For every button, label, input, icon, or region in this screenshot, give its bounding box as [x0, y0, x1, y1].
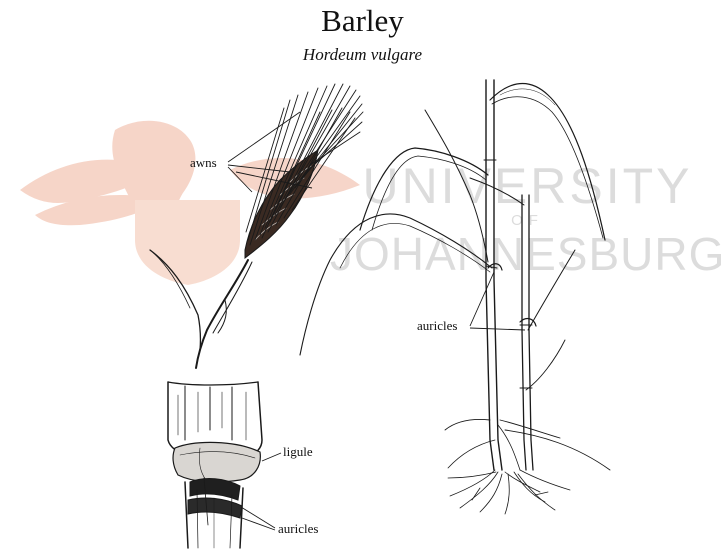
awns-label: awns: [190, 155, 217, 171]
auricles-label-closeup: auricles: [278, 521, 318, 537]
auricles-label-plant: auricles: [417, 318, 457, 334]
plant-leader-lines: [470, 272, 525, 330]
stem-closeup-drawing: [168, 382, 262, 548]
whole-plant-drawing: [300, 80, 610, 514]
ligule-label: ligule: [283, 444, 313, 460]
barley-spike-drawing: [150, 84, 363, 368]
